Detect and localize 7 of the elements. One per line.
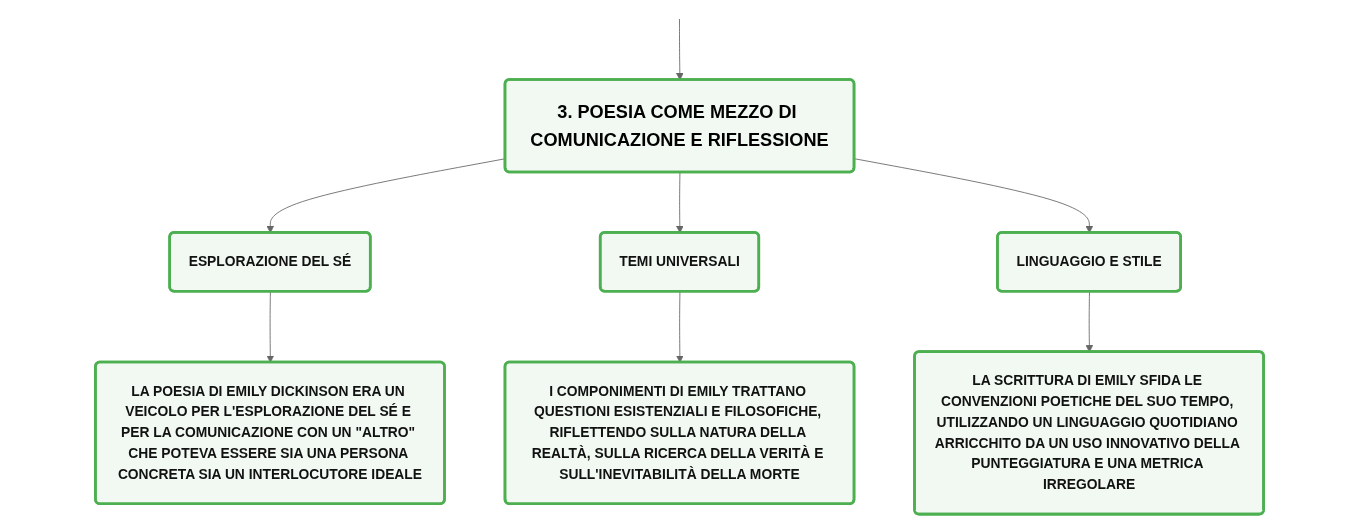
topic-box: TEMI UNIVERSALI	[598, 231, 761, 293]
topic-box: I COMPONIMENTI DI EMILY TRATTANO QUESTIONI ESISTENZIALI E FILOSOFICHE, RIFLETTENDO SULLA NATURA DELLA REALTÀ, SULLA RICERCA DELLA VERITÀ E SULL'INEVITABILITÀ DELLA MORTE	[503, 360, 856, 505]
topic-box: LINGUAGGIO E STILE	[996, 231, 1182, 293]
topic-box: LA POESIA DI EMILY DICKINSON ERA UN VEICOLO PER L'ESPLORAZIONE DEL SÉ E PER LA COMUNICAZIONE CON UN "ALTRO" CHE POTEVA ESSERE SIA UNA PERSONA CONCRETA SIA UN INTERLOCUTORE IDEALE	[94, 360, 446, 505]
topic-box: LA SCRITTURA DI EMILY SFIDA LE CONVENZIONI POETICHE DEL SUO TEMPO, UTILIZZANDO UN LINGUAGGIO QUOTIDIANO ARRICCHITO DA UN USO INNOVATIVO DELLA PUNTEGGIATURA E UNA METRICA IRREGOLARE	[913, 350, 1265, 516]
topic-box: ESPLORAZIONE DEL SÉ	[168, 231, 372, 293]
topic-box: 3. POESIA COME MEZZO DI COMUNICAZIONE E RIFLESSIONE	[503, 78, 856, 174]
